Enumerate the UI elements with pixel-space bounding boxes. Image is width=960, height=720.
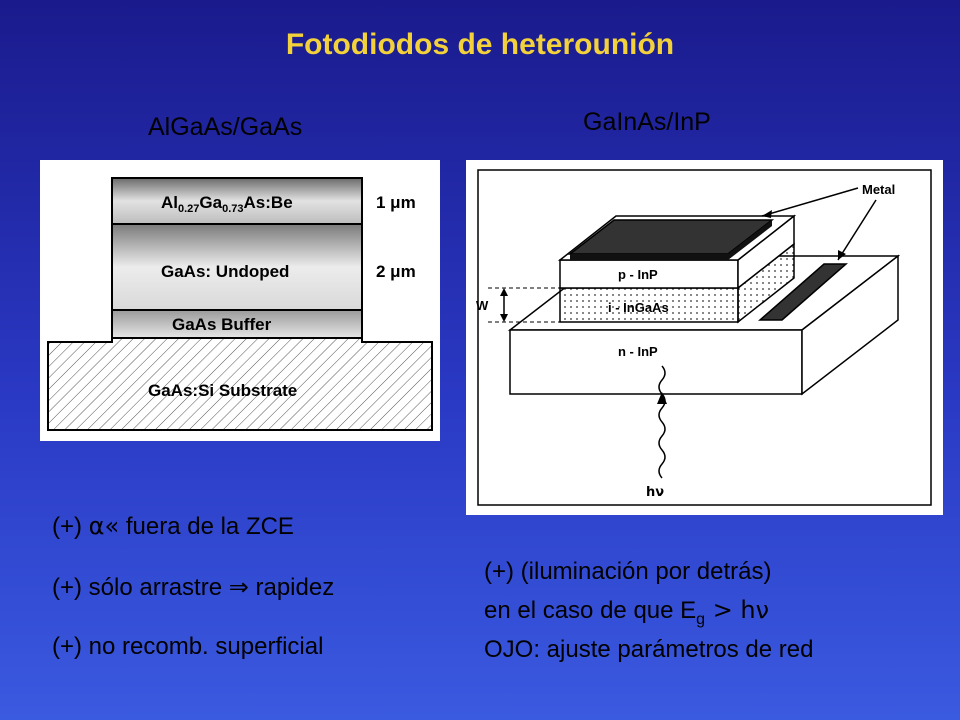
bullet-no-recomb: (+) no recomb. superficial xyxy=(52,633,324,660)
buffer-layer xyxy=(111,309,363,339)
algaas-layer xyxy=(111,177,363,225)
undoped-layer xyxy=(111,223,363,311)
slide-title: Fotodiodos de heterounión xyxy=(285,28,675,61)
svg-text:GaAs:Si Substrate: GaAs:Si Substrate xyxy=(148,381,297,400)
note-condicion-eg: en el caso de que Eg > hν xyxy=(484,596,770,628)
note-iluminacion: (+) (iluminación por detrás) xyxy=(484,558,772,585)
i-ingaas-front xyxy=(559,287,739,323)
svg-text:GaAs: Undoped: GaAs: Undoped xyxy=(161,262,289,281)
svg-text:Metal: Metal xyxy=(862,182,895,197)
algaas-gaas-diagram: Al0.27Ga0.73As:Be 1 μm GaAs: Undoped 2 μ… xyxy=(40,160,440,441)
note-ojo: OJO: ajuste parámetros de red xyxy=(484,636,814,663)
svg-text:1 μm: 1 μm xyxy=(376,193,416,212)
left-subtitle: AlGaAs/GaAs xyxy=(148,113,303,141)
n-inp-side xyxy=(801,254,899,396)
svg-text:n - InP: n - InP xyxy=(618,344,658,359)
side-metal-strip xyxy=(758,263,848,321)
svg-text:W: W xyxy=(476,298,489,313)
svg-text:Al0.27Ga0.73As:Be: Al0.27Ga0.73As:Be xyxy=(161,193,293,215)
n-inp-front xyxy=(509,329,803,395)
svg-text:p - InP: p - InP xyxy=(618,267,658,282)
bullet-arrastre: (+) sólo arrastre ⇒ rapidez xyxy=(52,573,335,601)
bullet-fuera-zce: (+) α« fuera de la ZCE xyxy=(52,512,294,540)
light-wave xyxy=(658,365,666,479)
svg-text:GaAs Buffer: GaAs Buffer xyxy=(172,315,272,334)
svg-text:2 μm: 2 μm xyxy=(376,262,416,281)
svg-text:i - InGaAs: i - InGaAs xyxy=(608,300,669,315)
gainas-inp-diagram: Metal p - InP i - InGaAs n - InP W hν xyxy=(466,160,943,515)
p-inp-front xyxy=(559,259,739,289)
svg-text:hν: hν xyxy=(646,485,664,500)
right-subtitle: GaInAs/InP xyxy=(583,108,711,136)
